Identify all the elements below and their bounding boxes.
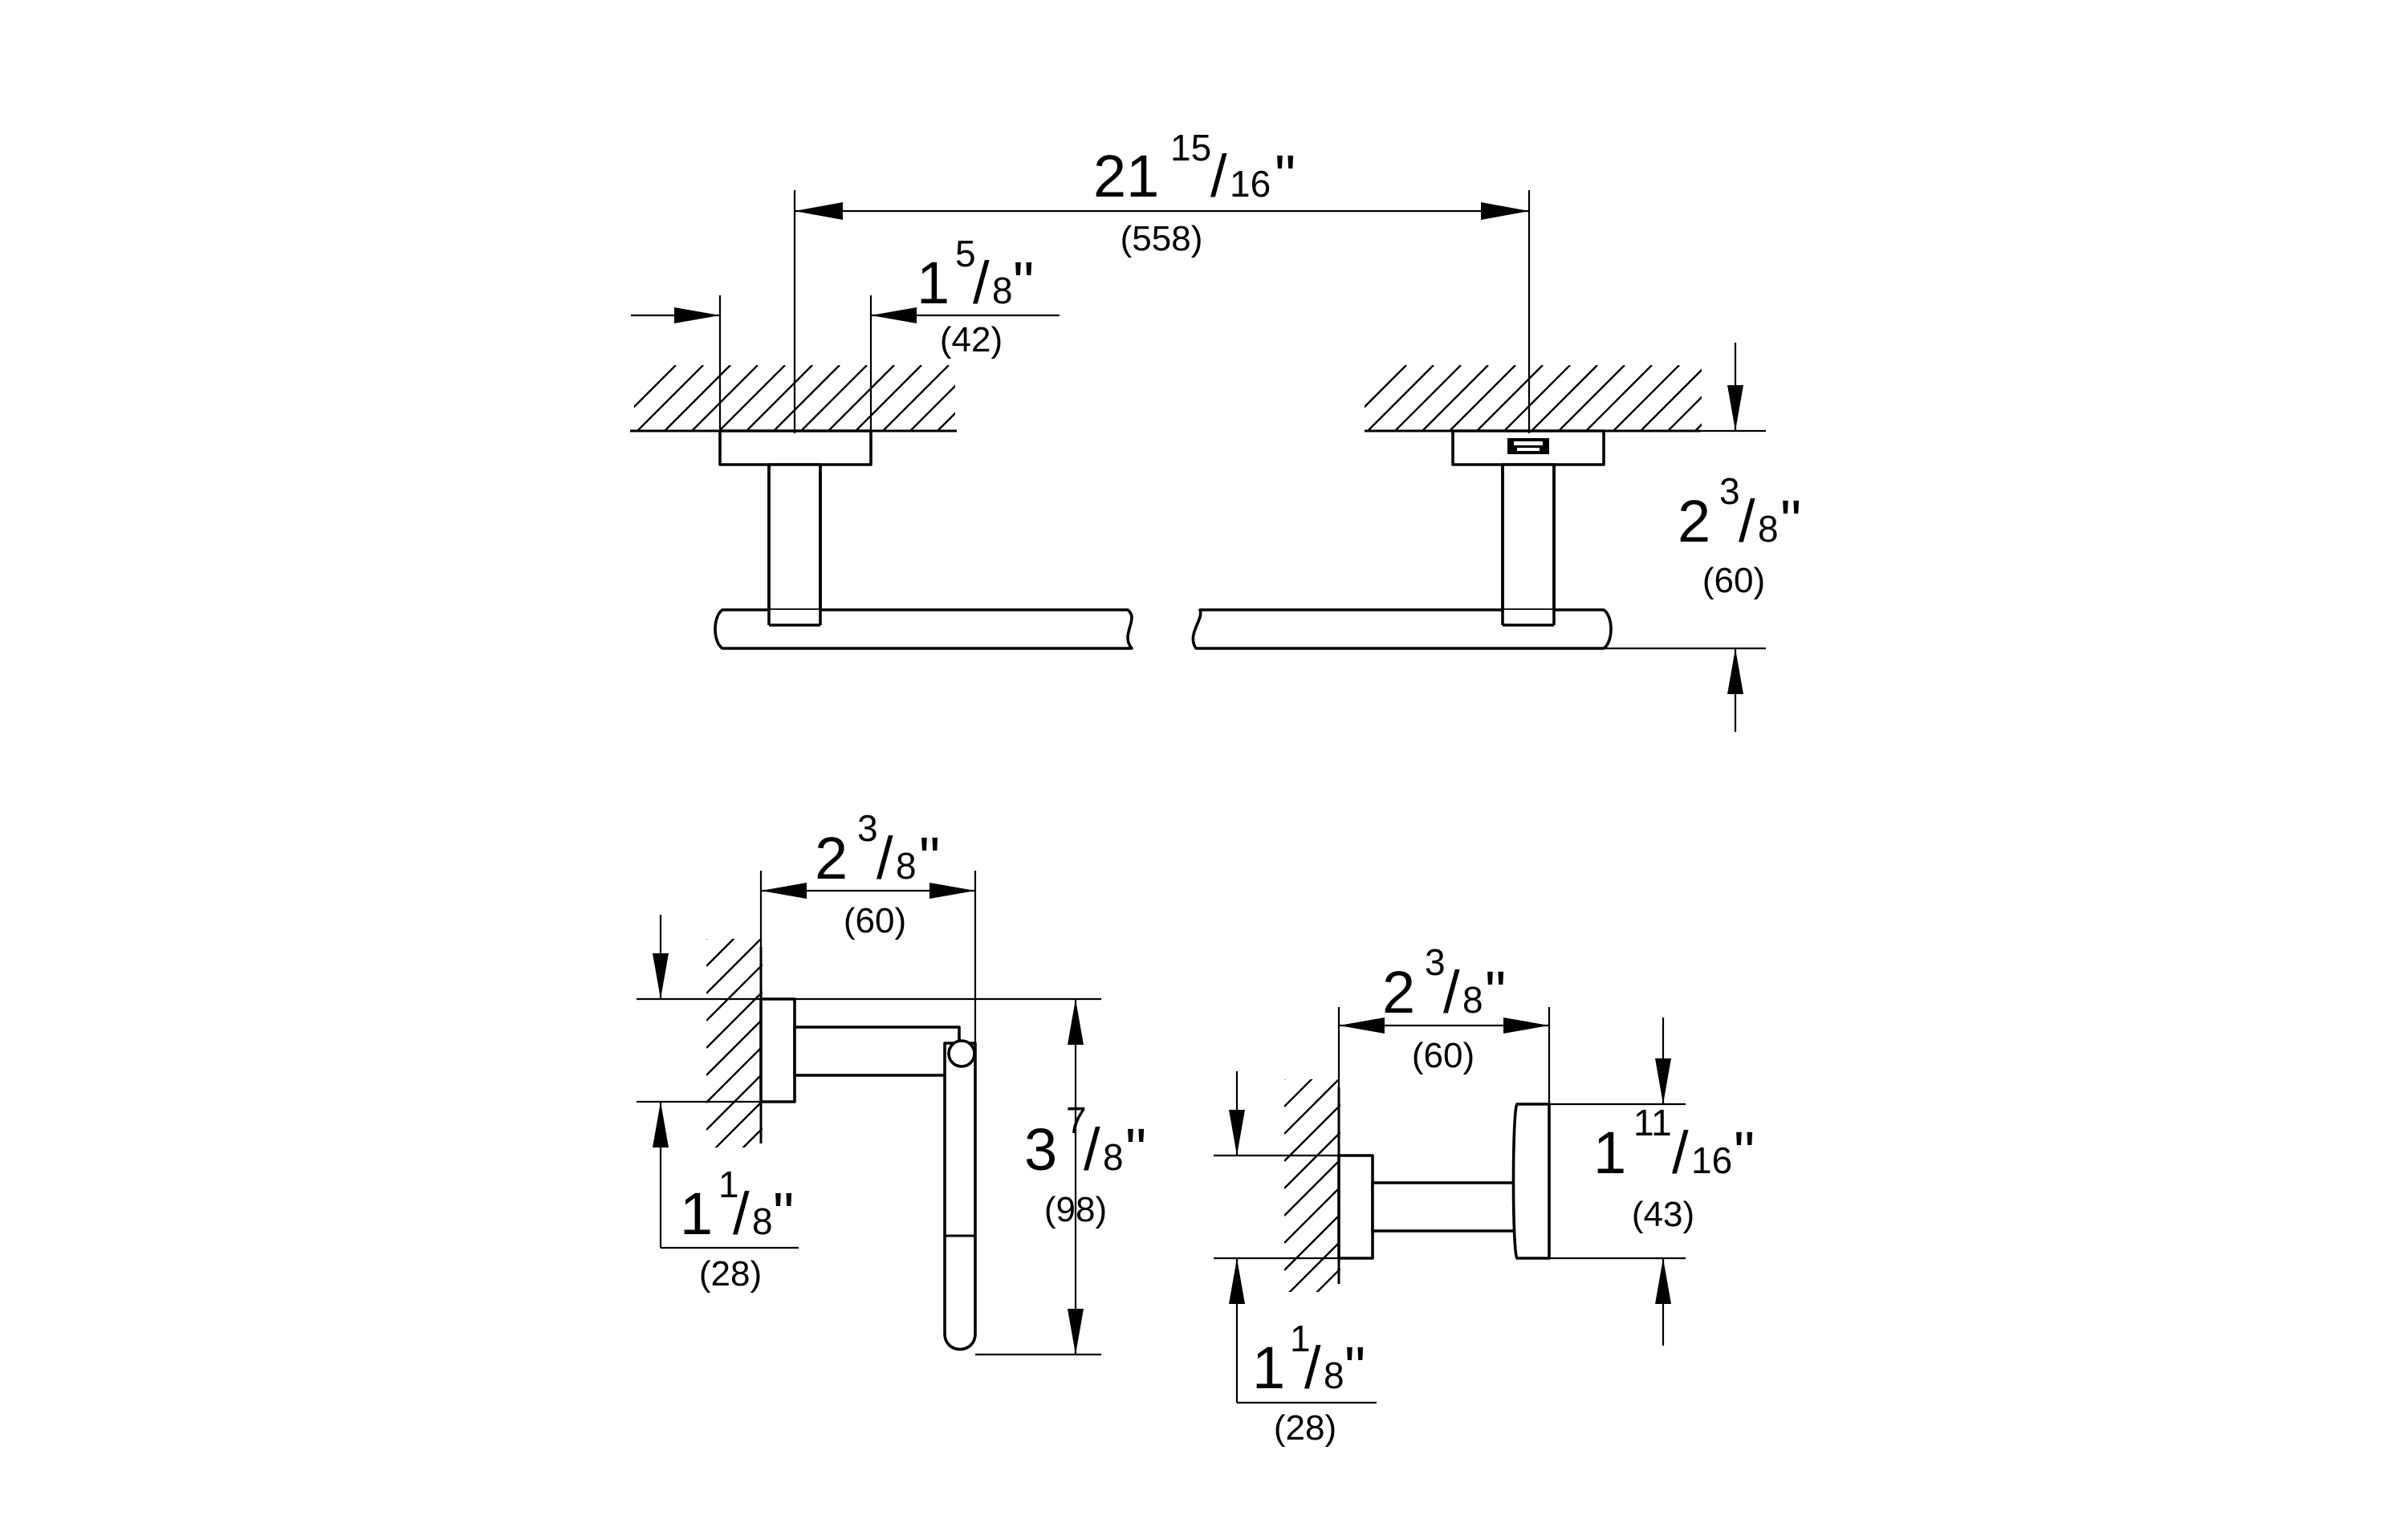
holder-base-num: 1 (718, 1164, 739, 1205)
bracket-width-metric: (42) (940, 320, 1003, 359)
holder-arm (793, 1026, 961, 1077)
hook-projection-metric: (60) (1412, 1036, 1474, 1075)
holder-wall-hatch (706, 939, 763, 1147)
inch-mark: " (1125, 1116, 1146, 1183)
fraction-slash: / (973, 250, 990, 316)
holder-height-den: 8 (1103, 1136, 1124, 1178)
dim-projection-top: 2 3 / 8 " (60) (1605, 343, 1801, 732)
hook-cap (1511, 1103, 1551, 1260)
overall-width-num: 15 (1170, 127, 1211, 169)
dim-hook-projection: 2 3 / 8 " (60) (1337, 941, 1551, 1104)
fraction-slash: / (733, 1180, 750, 1247)
projection-top-num: 3 (1719, 470, 1740, 512)
paper-holder-view: 2 3 / 8 " (60) 3 7 / 8 " (98) (637, 807, 1146, 1356)
left-wall-plate (718, 429, 872, 466)
dim-hook-base: 1 1 / 8 " (28) (1214, 1071, 1377, 1448)
right-post (1501, 463, 1556, 627)
inch-mark: " (773, 1180, 794, 1247)
hook-projection-whole: 2 (1382, 959, 1415, 1026)
dim-bracket-width: 1 5 / 8 " (42) (631, 233, 1060, 433)
fraction-slash: / (1672, 1119, 1689, 1186)
fraction-slash: / (877, 825, 893, 892)
fraction-slash: / (1210, 143, 1227, 209)
overall-width-metric: (558) (1121, 219, 1203, 258)
projection-top-whole: 2 (1678, 488, 1710, 554)
bracket-width-whole: 1 (917, 250, 950, 316)
holder-base-metric: (28) (699, 1254, 762, 1294)
hook-base-whole: 1 (1252, 1334, 1285, 1401)
fraction-slash: / (1304, 1334, 1321, 1401)
towel-bar-view: 21 15 / 16 " (558) 1 5 / 8 " (42) (630, 127, 1801, 732)
holder-spindle (943, 1042, 977, 1351)
holder-knob (947, 1039, 976, 1068)
holder-base-whole: 1 (680, 1180, 713, 1247)
hook-base-num: 1 (1290, 1318, 1311, 1359)
bracket-width-num: 5 (955, 233, 976, 274)
left-post (767, 463, 822, 627)
robe-hook-view: 2 3 / 8 " (60) 1 11 / 16 " (43) (1214, 941, 1755, 1448)
projection-top-metric: (60) (1702, 561, 1765, 600)
hook-height-num: 11 (1633, 1102, 1672, 1143)
hook-projection-num: 3 (1425, 941, 1446, 983)
hook-height-den: 16 (1691, 1139, 1732, 1181)
overall-width-whole: 21 (1093, 143, 1159, 209)
dim-hook-height: 1 11 / 16 " (43) (1549, 1017, 1755, 1346)
inch-mark: " (1275, 143, 1296, 209)
inch-mark: " (1780, 488, 1801, 554)
fraction-slash: / (1443, 959, 1460, 1026)
fraction-slash: / (1739, 488, 1755, 554)
hook-height-whole: 1 (1593, 1119, 1626, 1186)
brand-logo-icon (1507, 438, 1549, 454)
hook-wall-hatch (1284, 1079, 1340, 1292)
overall-width-den: 16 (1230, 163, 1271, 205)
fraction-slash: / (1084, 1116, 1100, 1183)
holder-wall-plate (759, 997, 796, 1103)
wall-hatch-right (1365, 365, 1702, 431)
inch-mark: " (1485, 959, 1506, 1026)
holder-projection-metric: (60) (844, 901, 906, 940)
hook-projection-den: 8 (1462, 979, 1483, 1021)
bracket-width-den: 8 (992, 270, 1013, 311)
holder-height-num: 7 (1066, 1099, 1087, 1141)
projection-top-den: 8 (1758, 508, 1779, 550)
inch-mark: " (1344, 1334, 1365, 1401)
dim-holder-projection: 2 3 / 8 " (60) (759, 807, 977, 1043)
dim-holder-base: 1 1 / 8 " (28) (637, 915, 799, 1294)
inch-mark: " (1734, 1119, 1755, 1186)
hook-height-metric: (43) (1632, 1195, 1694, 1234)
inch-mark: " (919, 825, 940, 892)
wall-hatch-left (634, 365, 955, 431)
holder-projection-den: 8 (896, 845, 917, 887)
holder-projection-num: 3 (857, 807, 878, 849)
dim-holder-height: 3 7 / 8 " (98) (795, 997, 1146, 1356)
hook-wall-plate (1337, 1154, 1374, 1260)
holder-height-whole: 3 (1024, 1116, 1057, 1183)
hook-arm (1371, 1181, 1531, 1233)
dim-overall-width: 21 15 / 16 " (558) (793, 127, 1531, 433)
holder-projection-whole: 2 (815, 825, 848, 892)
holder-height-metric: (98) (1044, 1190, 1107, 1229)
hook-base-den: 8 (1324, 1355, 1344, 1396)
hook-base-metric: (28) (1274, 1408, 1336, 1448)
holder-base-den: 8 (752, 1200, 773, 1242)
inch-mark: " (1013, 250, 1034, 316)
